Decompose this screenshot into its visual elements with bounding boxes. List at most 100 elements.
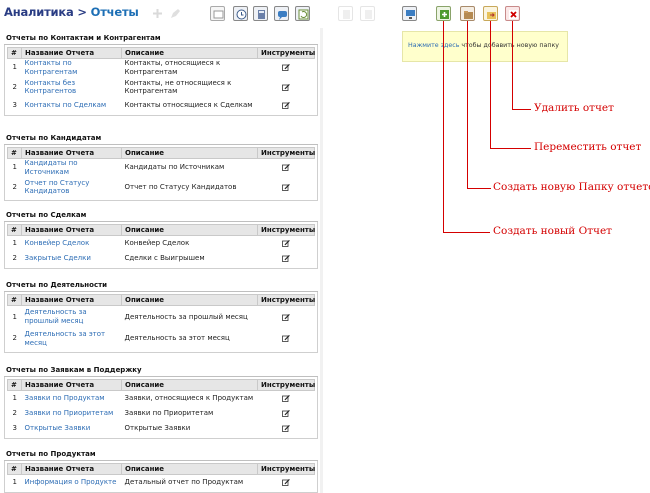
row-number: 2 [12, 334, 17, 343]
report-link[interactable]: Отчет по Статусу Кандидатов [24, 178, 90, 196]
delete-report-button[interactable] [505, 6, 520, 21]
edit-icon[interactable] [282, 63, 290, 72]
report-name-cell: Закрытые Сделки [22, 251, 122, 266]
copy-icon-disabled [338, 6, 353, 21]
row-number: 2 [12, 182, 17, 191]
edit-icon[interactable] [282, 163, 290, 172]
report-link[interactable]: Заявки по Продуктам [24, 394, 105, 402]
report-description: Контакты, не относящиеся к Контрагентам [124, 78, 232, 96]
breadcrumb-root[interactable]: Аналитика [4, 5, 74, 19]
column-header-tools: Инструменты [257, 47, 315, 59]
chat-icon[interactable] [274, 6, 289, 21]
tools-cell [258, 59, 315, 77]
tools-cell [258, 176, 315, 198]
view-icon[interactable] [210, 6, 225, 21]
report-link[interactable]: Деятельность за этот месяц [24, 330, 106, 347]
row-number: 2 [12, 82, 17, 91]
column-header-tools: Инструменты [257, 463, 315, 475]
add-folder-link[interactable]: Нажмите здесь [408, 42, 460, 49]
annotation-create-report: Создать новый Отчет [493, 225, 612, 237]
edit-icon[interactable] [282, 394, 290, 402]
report-link[interactable]: Заявки по Приоритетам [24, 408, 114, 417]
report-link[interactable]: Конвейер Сделок [24, 239, 90, 247]
column-header-num: # [7, 224, 22, 236]
section-title: Отчеты по Заявкам в Поддержку [4, 364, 318, 377]
calculator-icon[interactable] [253, 6, 268, 21]
column-header-num: # [7, 294, 22, 306]
create-report-button[interactable] [436, 6, 451, 21]
row-number: 2 [12, 408, 17, 417]
report-name-cell: Контакты без Контрагентов [22, 76, 122, 98]
report-description: Деятельность за прошлый месяц [124, 312, 248, 321]
column-header-tools: Инструменты [257, 294, 315, 306]
clock-icon[interactable] [233, 6, 248, 21]
refresh-icon[interactable] [295, 6, 310, 21]
tools-cell [258, 391, 315, 406]
column-header-description: Описание [121, 224, 258, 236]
annotation-delete-report: Удалить отчет [534, 102, 614, 114]
column-header-description: Описание [121, 294, 258, 306]
edit-icon[interactable] [282, 409, 290, 417]
report-name-cell: Кандидаты по Источникам [22, 159, 122, 177]
edit-icon[interactable] [282, 101, 290, 110]
report-link[interactable]: Контакты по Сделкам [24, 101, 107, 110]
move-report-button[interactable] [483, 6, 498, 21]
column-header-name: Название Отчета [21, 463, 122, 475]
row-number: 1 [12, 63, 17, 72]
report-link[interactable]: Открытые Заявки [24, 423, 91, 432]
report-link[interactable]: Закрытые Сделки [24, 253, 91, 262]
report-description: Детальный отчет по Продуктам [124, 478, 244, 486]
tools-cell [258, 98, 315, 113]
section-title: Отчеты по Кандидатам [4, 132, 318, 145]
report-link[interactable]: Кандидаты по Источникам [24, 159, 78, 176]
scrollbar[interactable] [320, 28, 323, 493]
report-description: Открытые Заявки [124, 423, 191, 432]
tools-cell [258, 251, 315, 266]
annotation-move-report: Переместить отчет [534, 141, 642, 153]
tools-cell [258, 306, 315, 328]
add-folder-hint: Нажмите здесь чтобы добавить новую папку [402, 31, 568, 62]
edit-icon[interactable] [282, 239, 290, 247]
report-name-cell: Контакты по Сделкам [22, 98, 122, 113]
report-link[interactable]: Контакты без Контрагентов [24, 78, 77, 96]
section-title: Отчеты по Сделкам [4, 209, 318, 222]
edit-icon[interactable] [282, 183, 290, 191]
column-header-name: Название Отчета [21, 47, 122, 59]
report-section: Отчеты по Заявкам в Поддержку#Название О… [4, 364, 318, 439]
column-header-num: # [7, 379, 22, 391]
edit-icon[interactable] [282, 83, 290, 91]
row-number: 2 [12, 253, 17, 262]
edit-icon[interactable] [282, 334, 290, 343]
edit-icon[interactable] [282, 313, 290, 321]
report-link[interactable]: Деятельность за прошлый месяц [24, 308, 87, 325]
edit-icon[interactable] [282, 254, 290, 262]
annotation-line [443, 232, 490, 233]
column-header-description: Описание [121, 463, 258, 475]
tools-cell [258, 406, 315, 421]
edit-icon[interactable] [282, 478, 290, 486]
create-folder-button[interactable] [460, 6, 475, 21]
paste-icon-disabled [360, 6, 375, 21]
report-link[interactable]: Контакты по Контрагентам [24, 59, 78, 76]
monitor-icon[interactable] [402, 6, 417, 21]
breadcrumb: Аналитика > Отчеты [4, 5, 139, 19]
report-link[interactable]: Информация о Продукте [24, 478, 117, 486]
add-icon-disabled [150, 6, 165, 21]
edit-icon[interactable] [282, 424, 290, 432]
column-header-name: Название Отчета [21, 294, 122, 306]
annotation-line [443, 21, 444, 233]
